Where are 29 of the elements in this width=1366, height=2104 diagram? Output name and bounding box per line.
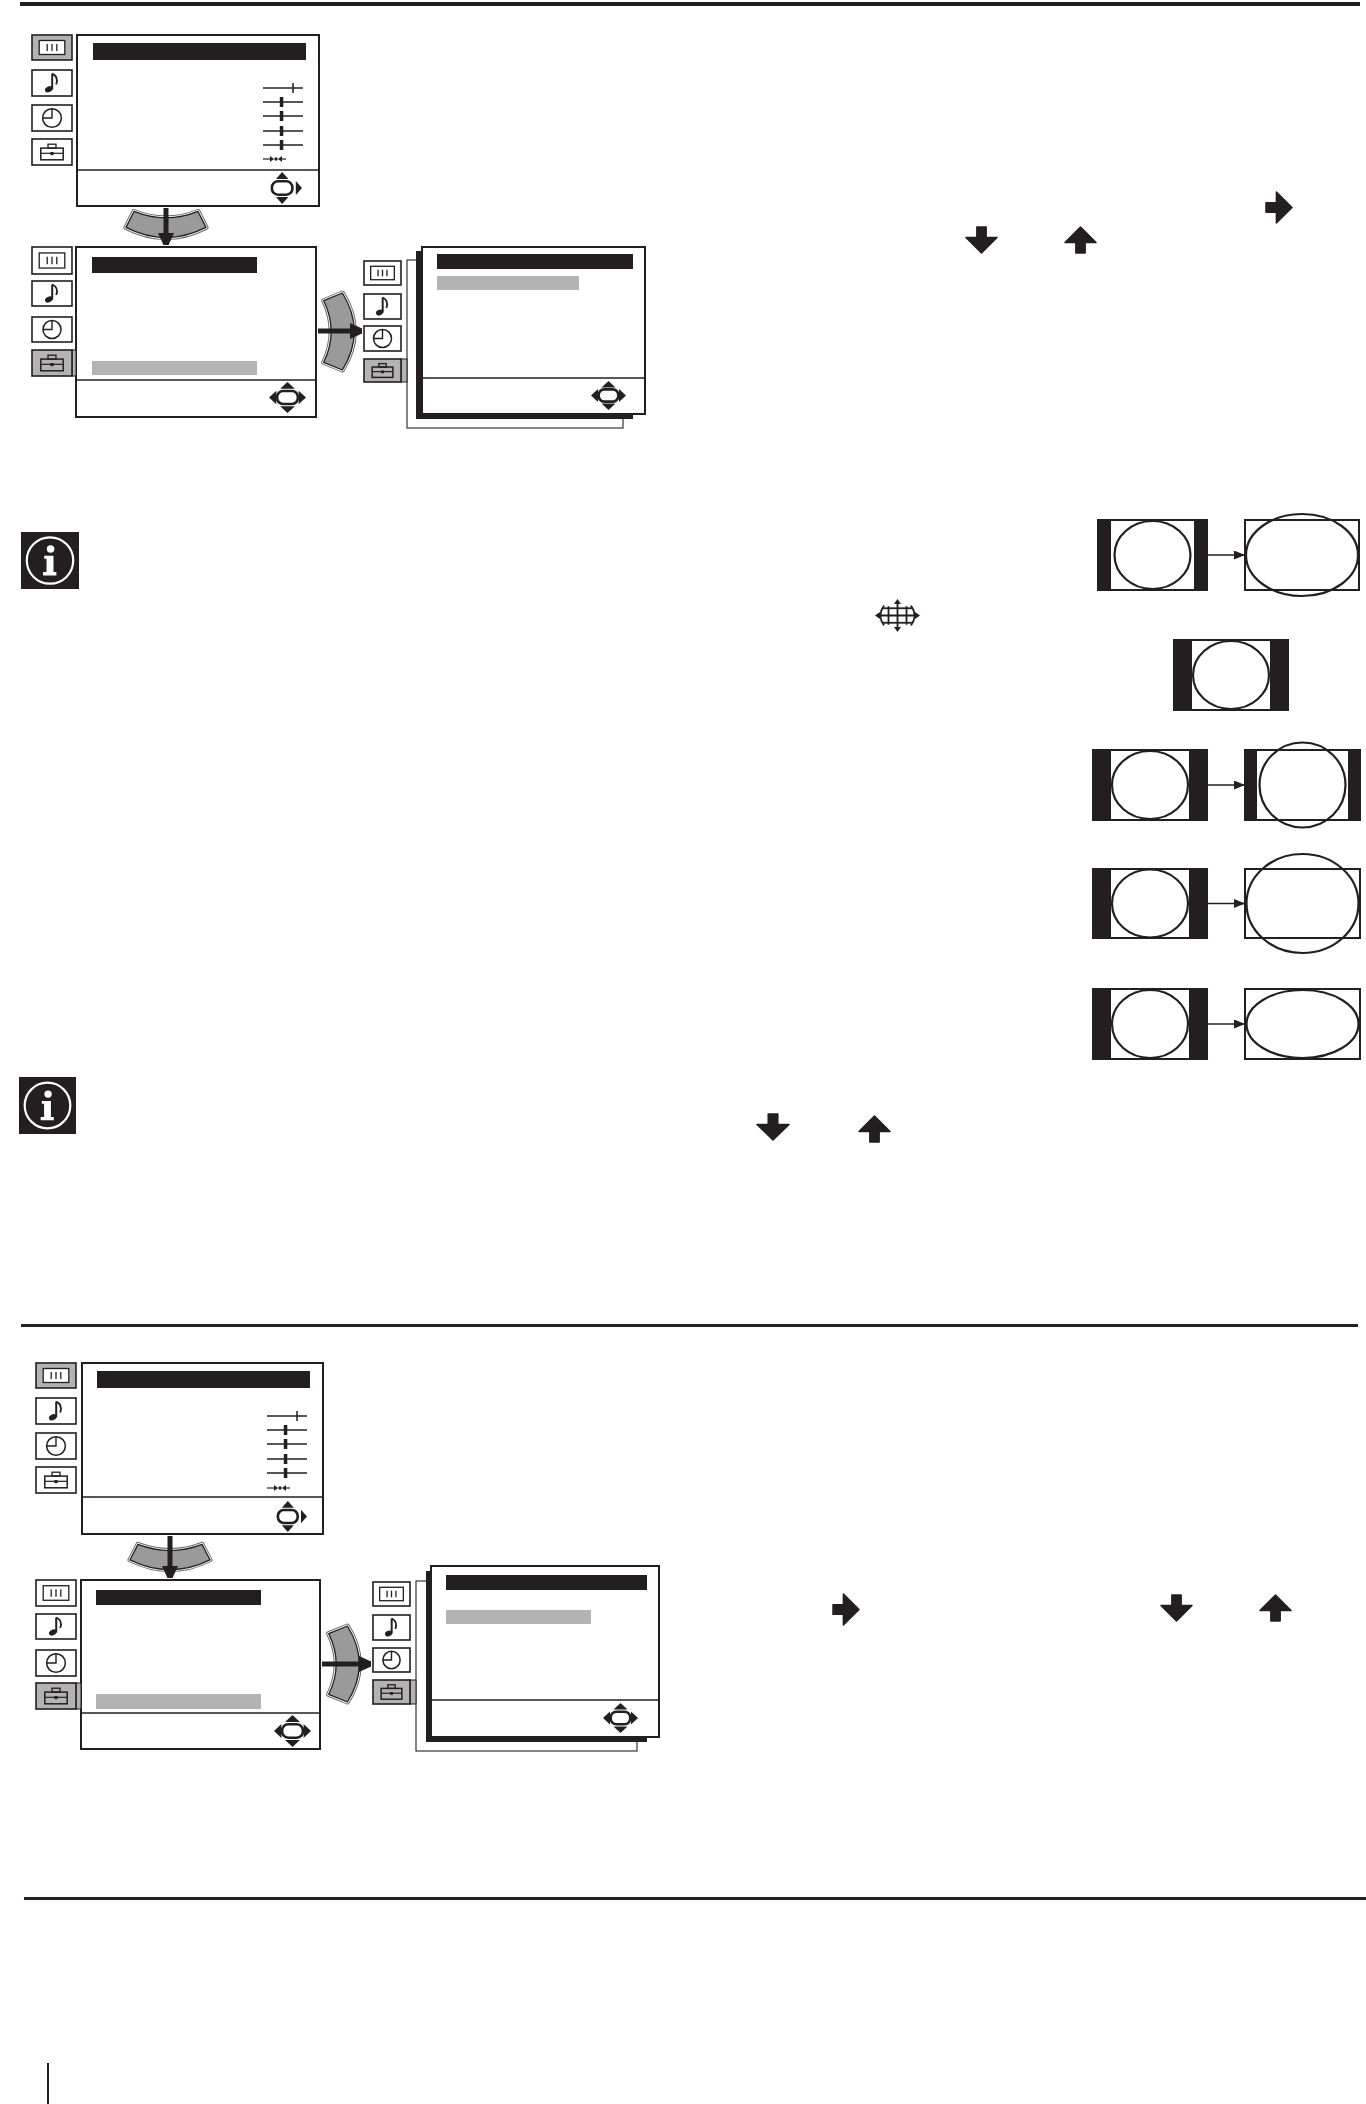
menu-screen bbox=[34, 1361, 325, 1536]
aspect-ratio-diagram bbox=[1245, 989, 1360, 1059]
aspect-ratio-diagram bbox=[1245, 853, 1360, 954]
aspect-ratio-diagram bbox=[1245, 513, 1359, 597]
aspect-ratio-diagram bbox=[1098, 520, 1207, 590]
arrow bbox=[1206, 780, 1246, 790]
arrow bbox=[1206, 1019, 1246, 1029]
selection-bar bbox=[96, 1694, 261, 1709]
title-bar bbox=[93, 43, 306, 60]
selection-bar bbox=[437, 276, 579, 290]
aspect-ratio-diagram bbox=[1093, 869, 1207, 938]
menu-screen bbox=[34, 1578, 322, 1751]
selection-bar bbox=[92, 361, 257, 375]
arrow bbox=[1206, 550, 1246, 560]
arrow bbox=[1206, 899, 1246, 908]
title-bar bbox=[437, 254, 633, 269]
title-bar bbox=[446, 1575, 647, 1590]
title-bar bbox=[97, 1371, 310, 1388]
title-bar bbox=[96, 1590, 261, 1605]
selection-bar bbox=[446, 1610, 591, 1624]
aspect-ratio-diagram bbox=[1174, 640, 1288, 710]
aspect-ratio-diagram bbox=[1245, 742, 1360, 828]
aspect-ratio-diagram bbox=[1093, 989, 1207, 1059]
title-bar bbox=[92, 257, 257, 273]
menu-screen bbox=[30, 33, 321, 208]
menu-screen bbox=[362, 245, 647, 430]
menu-screen bbox=[30, 245, 318, 419]
aspect-ratio-diagram bbox=[1093, 750, 1207, 820]
menu-screen bbox=[371, 1564, 661, 1753]
